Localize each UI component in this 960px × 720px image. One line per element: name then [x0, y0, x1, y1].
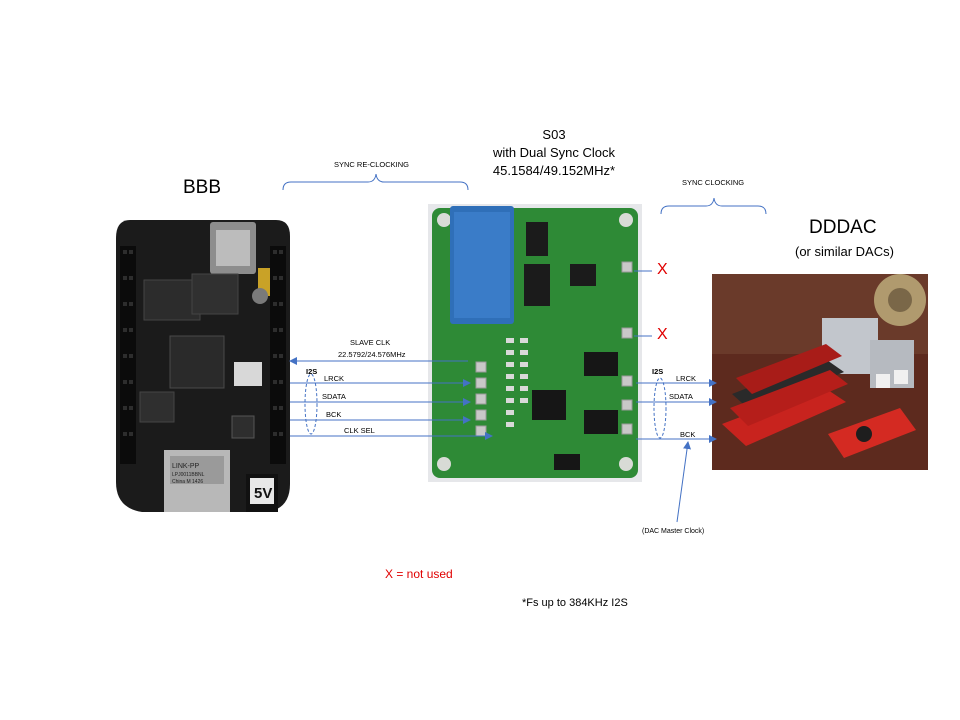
- i2s-label-right: I2S: [652, 367, 664, 376]
- s03-title: S03: [542, 127, 566, 142]
- dac-master-clock-label: (DAC Master Clock): [642, 528, 705, 535]
- sync-clocking-label: SYNC CLOCKING: [682, 178, 745, 187]
- i2s-bundle-right: [653, 377, 667, 439]
- bbb-board-photo: LINK-PP LPJ0011BBNL China M 1426 5V: [116, 220, 290, 512]
- unused-mark-1: X: [657, 261, 668, 278]
- jack-label: LINK-PP: [172, 463, 200, 470]
- s03-frequency: 45.1584/49.152MHz*: [492, 163, 616, 178]
- bck-label-right: BCK: [680, 430, 696, 439]
- unused-mark-2: X: [657, 326, 668, 343]
- brace-sync-reclocking: [282, 173, 469, 191]
- sdata-label-right: SDATA: [669, 392, 693, 401]
- jack-origin: China M 1426: [172, 479, 203, 485]
- i2s-label-left: I2S: [306, 367, 318, 376]
- lrck-label-left: LRCK: [324, 374, 345, 383]
- bck-label-left: BCK: [326, 410, 342, 419]
- brace-sync-clocking: [660, 197, 767, 215]
- clk-sel-label: CLK SEL: [344, 426, 375, 435]
- fs-footnote: *Fs up to 384KHz I2S: [522, 597, 628, 609]
- jack-part-number: LPJ0011BBNL: [172, 472, 205, 478]
- dddac-subtitle: (or similar DACs): [795, 244, 894, 259]
- master-clock-arrow: [676, 441, 692, 523]
- dddac-board-photo: [712, 274, 928, 470]
- bbb-title: BBB: [183, 177, 222, 198]
- s03-board-photo: [428, 204, 642, 482]
- slave-clk-label: SLAVE CLK: [350, 338, 391, 347]
- lrck-label-right: LRCK: [676, 374, 697, 383]
- slave-clk-freq: 22.5792/24.576MHz: [338, 350, 406, 359]
- s03-subtitle: with Dual Sync Clock: [492, 145, 616, 160]
- i2s-bundle-left: [304, 373, 318, 435]
- sync-reclocking-label: SYNC RE-CLOCKING: [334, 160, 410, 169]
- sdata-label-left: SDATA: [322, 392, 346, 401]
- dddac-title: DDDAC: [809, 217, 877, 238]
- power-label: 5V: [254, 485, 272, 502]
- not-used-legend: X = not used: [385, 567, 453, 581]
